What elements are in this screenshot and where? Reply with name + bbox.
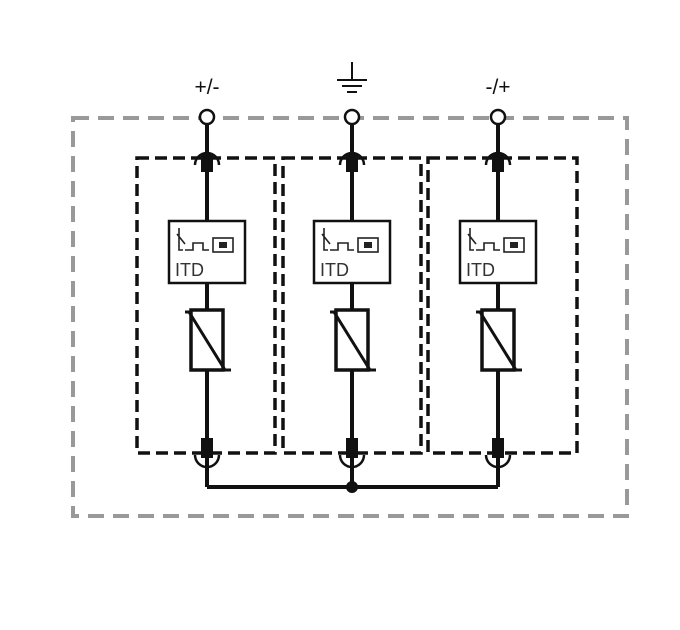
common-bus [207,481,498,493]
protection-module: ITD [135,108,277,487]
module-border [426,156,579,455]
terminal-label-right: -/+ [485,76,510,99]
thermal-switch-icon [321,228,354,251]
plug-pin-top [201,154,213,172]
varistor-slash [185,310,231,372]
terminal-connector [343,108,361,126]
plug-pin-top [346,154,358,172]
itd-indicator-fill [364,242,372,248]
plug-pin-bottom [201,438,213,458]
thermal-switch-icon [176,228,209,251]
itd-indicator-icon [503,237,525,253]
varistor-slash [476,310,522,372]
plug-contact-top [193,151,221,166]
protection-module: ITD [281,108,423,487]
itd-label: ITD [175,260,204,280]
terminal-label-left: +/- [194,76,219,99]
plug-contact-bottom [484,454,512,469]
terminal-connector [489,108,507,126]
itd-indicator-icon [357,237,379,253]
itd-indicator-fill [219,242,227,248]
thermal-switch-icon [467,228,500,251]
plug-pin-top [492,154,504,172]
plug-contact-bottom [338,454,366,469]
ground-icon [337,62,367,93]
varistor-slash [330,310,376,372]
terminal-connector [198,108,216,126]
plug-contact-bottom [193,454,221,469]
itd-label: ITD [320,260,349,280]
plug-contact-top [338,151,366,166]
plug-contact-top [484,151,512,166]
plug-pin-bottom [346,438,358,458]
plug-pin-bottom [492,438,504,458]
protection-module: ITD [426,108,579,487]
itd-indicator-fill [510,242,518,248]
itd-indicator-icon [212,237,234,253]
itd-label: ITD [466,260,495,280]
